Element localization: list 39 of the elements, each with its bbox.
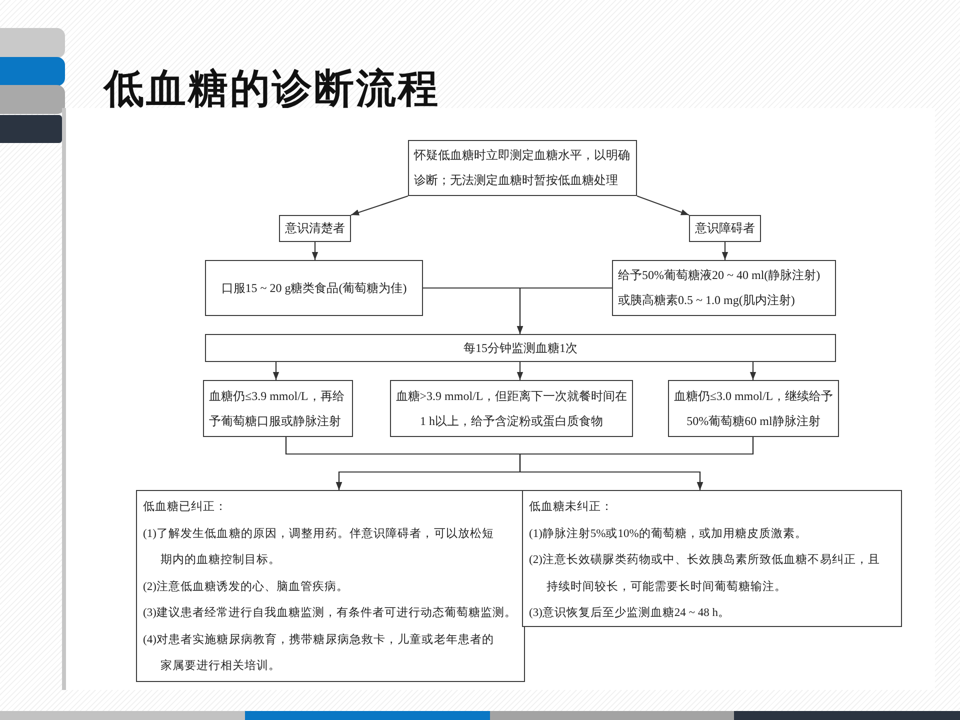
monitoring-box [205,334,836,362]
note-box [522,490,902,627]
note-item: (1)了解发生低血糖的原因，调整用药。伴意识障碍者，可以放松短期内的血糖控制目标。 [143,526,494,568]
note-heading: 低血糖未纠正： [529,500,613,515]
note-item: (4)对患者实施糖尿病教育，携带糖尿病急救卡，儿童或老年患者的家属要进行相关培训。 [143,632,494,674]
condition-box [689,215,761,242]
step-text: 怀疑低血糖时立即测定血糖水平，以明确诊断；无法测定血糖时暂按低血糖处理 [414,147,631,189]
step-text: 口服15 ~ 20 g糖类食品(葡萄糖为佳) [221,280,407,297]
arrow [272,362,280,380]
step-text: 意识清楚者 [285,220,345,237]
note-item: (1)静脉注射5%或10%的葡萄糖，或加用糖皮质激素。 [529,526,807,542]
arrow [519,437,754,490]
arrow [636,195,690,216]
condition-box [279,215,351,242]
step-text: 血糖仍≤3.9 mmol/L，再给予葡萄糖口服或静脉注射 [209,388,346,430]
arrow [312,242,318,260]
arrow [516,362,524,380]
note-item: (2)注意长效磺脲类药物或中、长效胰岛素所致低血糖不易纠正，且持续时间较长，可能需要长时间葡萄糖输注。 [529,552,880,594]
result-box [390,380,633,437]
arrow [516,287,612,334]
note-item: (3)意识恢复后至少监测血糖24 ~ 48 h。 [529,606,730,621]
note-box [136,490,525,682]
treatment-box [612,260,836,316]
step-text: 给予50%葡萄糖液20 ~ 40 ml(静脉注射)或胰高糖素0.5 ~ 1.0 mg(肌内注射) [618,267,822,309]
arrow [350,195,408,216]
step-text: 意识障碍者 [695,220,755,237]
result-box [668,380,839,437]
step-text: 血糖>3.9 mmol/L，但距离下一次就餐时间在1 h以上，给予含淀粉或蛋白质食物 [395,388,628,430]
note-heading: 低血糖已纠正： [143,500,227,515]
slide-title: 低血糖的诊断流程 [104,65,440,113]
note-item: (2)注意低血糖诱发的心、脑血管疾病。 [143,579,348,594]
treatment-box [205,260,423,316]
step-text: 血糖仍≤3.0 mmol/L，继续给予50%葡萄糖60 ml静脉注射 [673,388,834,430]
process-box [408,140,637,196]
result-box [203,380,353,437]
arrow [722,242,728,260]
step-text: 每15分钟监测血糖1次 [464,340,578,356]
note-item: (3)建议患者经常进行自我血糖监测，有条件者可进行动态葡萄糖监测。 [143,605,516,621]
arrow [750,362,756,380]
